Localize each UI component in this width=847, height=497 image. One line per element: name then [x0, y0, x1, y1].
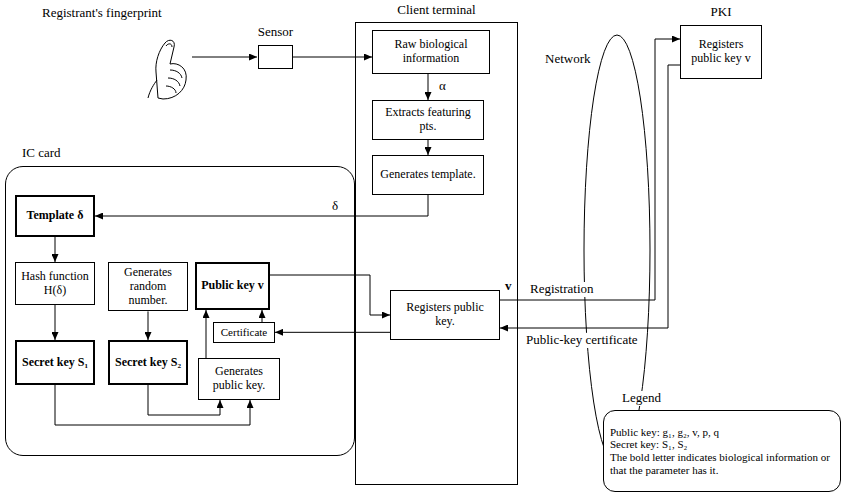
thumb-line — [148, 80, 157, 98]
process-box: Raw biological information — [372, 30, 490, 74]
connector-arrow — [500, 39, 680, 300]
region-label: Network — [543, 52, 593, 67]
box-text: Secret key S₂ — [115, 356, 181, 370]
box-text: Public key v — [201, 279, 264, 293]
process-box: Extracts featuring pts. — [372, 100, 484, 140]
edge-label: Public-key certificate — [524, 333, 640, 348]
process-box: Hash function H(δ) — [15, 262, 95, 305]
edge-label: δ — [330, 199, 340, 214]
caption-label: Registrant's fingerprint — [40, 6, 164, 21]
box-heading: Sensor — [256, 25, 295, 40]
fingernail — [166, 44, 172, 47]
box-heading: IC card — [20, 146, 63, 161]
connector-arrow — [270, 275, 390, 315]
key-box: Public key v — [195, 262, 270, 310]
box-heading: Client terminal — [395, 3, 477, 18]
connector-arrow — [275, 332, 390, 333]
connector-arrow — [148, 311, 149, 340]
box-text: Hash function H(δ) — [20, 270, 90, 298]
box-text: Registers public key. — [395, 301, 495, 329]
connector-arrow — [293, 57, 372, 58]
finger-to-sensor-arrow — [192, 57, 257, 58]
connector-arrow — [428, 140, 429, 155]
connector-arrow — [262, 310, 263, 322]
process-box: Generates random number. — [108, 262, 188, 311]
process-box: Generates public key. — [198, 358, 280, 400]
process-box: Registers public key. — [390, 290, 500, 340]
connector-arrow — [206, 310, 207, 358]
box-text: Secret key: S₁, S₂ — [610, 438, 687, 451]
connector-arrow — [55, 237, 56, 262]
box-text: Extracts featuring pts. — [377, 106, 479, 134]
box-heading: Legend — [620, 391, 663, 406]
connector-arrow — [55, 305, 56, 340]
connector-arrow — [95, 195, 428, 216]
process-box: Generates template. — [372, 155, 484, 195]
box-text: Generates template. — [380, 168, 475, 182]
box-text: The bold letter indicates biological inf… — [610, 451, 834, 476]
certificate-box: Certificate — [213, 322, 275, 343]
box-text: Registers public key v — [685, 38, 757, 66]
connector-arrow — [428, 74, 429, 100]
fingerprint-hand — [148, 40, 186, 99]
legend-box: LegendPublic key: g₁, g₂, v, p, qSecret … — [603, 410, 841, 492]
finger-folds — [166, 70, 182, 93]
sensor-box: Sensor — [258, 45, 293, 69]
box-text: Public key: g₁, g₂, v, p, q — [610, 426, 719, 439]
box-text: Template δ — [27, 209, 84, 223]
box-text: Certificate — [221, 326, 267, 339]
edge-label: Registration — [528, 282, 596, 297]
box-text: Generates public key. — [203, 365, 275, 393]
box-text: Secret key S₁ — [22, 356, 88, 370]
edge-label: α — [437, 79, 448, 94]
hand-outline — [156, 40, 186, 99]
connector-arrow — [500, 65, 680, 328]
parameter-label: v — [503, 279, 514, 294]
box-text: Generates random number. — [113, 266, 183, 307]
pki-box: PKIRegisters public key v — [680, 25, 762, 79]
box-heading: PKI — [709, 5, 734, 20]
key-box: Secret key S₁ — [15, 340, 95, 385]
box-text: Raw biological information — [377, 38, 485, 66]
key-box: Secret key S₂ — [108, 340, 188, 385]
ic-card-box: IC cardTemplate δHash function H(δ)Gener… — [5, 166, 355, 456]
template-box: Template δ — [15, 195, 95, 237]
